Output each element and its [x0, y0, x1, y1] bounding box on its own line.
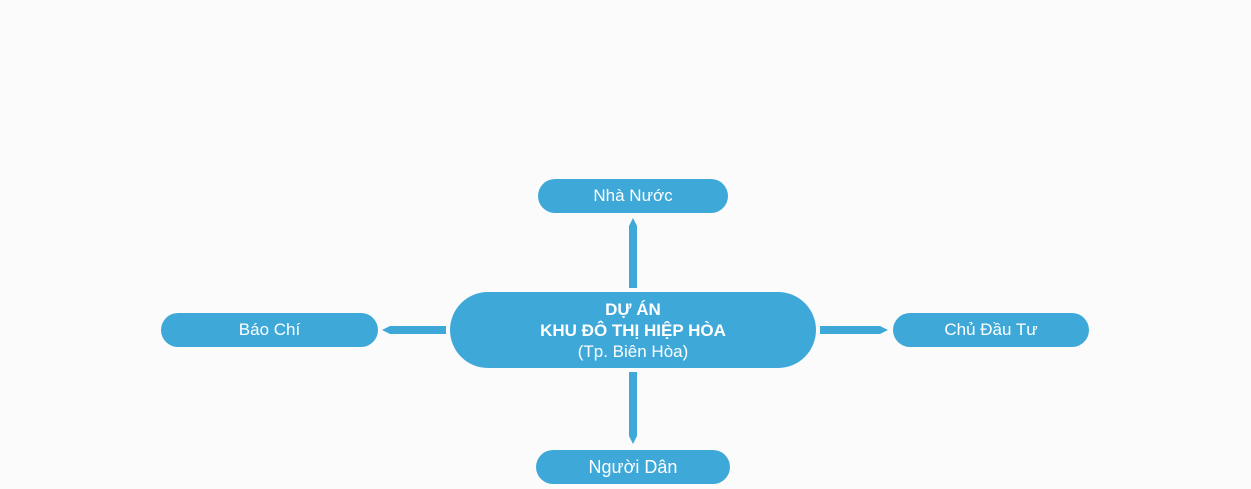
node-chu-dau-tu: Chủ Đầu Tư — [893, 313, 1089, 347]
center-title-line1: DỰ ÁN — [605, 299, 661, 319]
node-nguoi-dan-label: Người Dân — [588, 456, 678, 477]
node-bao-chi: Báo Chí — [161, 313, 378, 347]
arrow-to-nha-nuoc — [629, 218, 637, 288]
center-title-line2: KHU ĐÔ THỊ HIỆP HÒA — [540, 320, 726, 340]
center-node-project: DỰ ÁN KHU ĐÔ THỊ HIỆP HÒA (Tp. Biên Hòa) — [450, 292, 816, 368]
center-subtitle: (Tp. Biên Hòa) — [577, 341, 689, 361]
arrow-to-nguoi-dan — [629, 372, 637, 444]
arrow-to-bao-chi — [382, 326, 446, 334]
node-bao-chi-label: Báo Chí — [238, 320, 301, 339]
node-chu-dau-tu-label: Chủ Đầu Tư — [944, 320, 1038, 339]
node-nha-nuoc: Nhà Nước — [538, 179, 728, 213]
node-nguoi-dan: Người Dân — [536, 450, 730, 484]
arrow-to-chu-dau-tu — [820, 326, 888, 334]
node-nha-nuoc-label: Nhà Nước — [593, 186, 673, 205]
